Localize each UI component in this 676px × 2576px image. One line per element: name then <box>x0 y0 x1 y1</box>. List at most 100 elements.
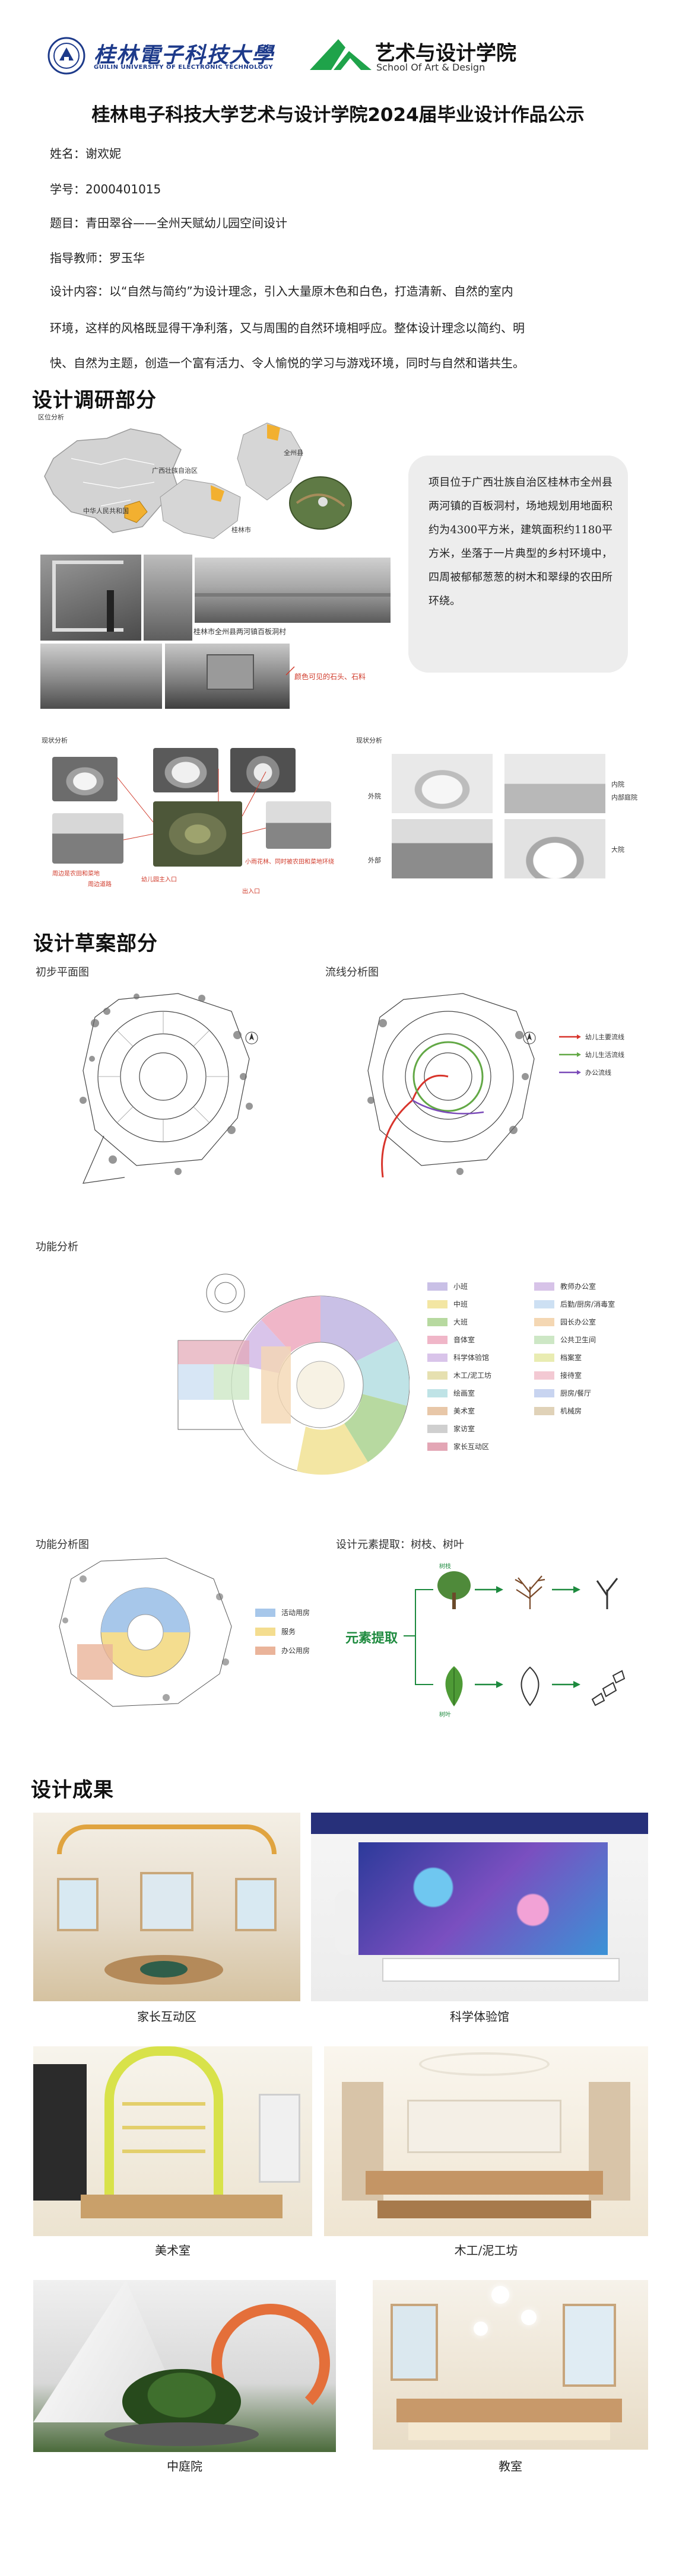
func-legend-left-row: 美术室 <box>427 1406 475 1416</box>
site-photo-ring-3 <box>392 819 493 878</box>
func-label: 功能分析 <box>36 1241 78 1253</box>
func2-swatch-3 <box>255 1646 275 1655</box>
map-tag-quanzhou: 全州县 <box>284 449 303 457</box>
func-legend: 小班中班大班音体室科学体验馆木工/泥工坊绘画室美术室家访室家长互动区教师办公室后… <box>427 1281 653 1471</box>
results-section-title: 设计成果 <box>31 1778 114 1802</box>
func-legend-right-swatch <box>534 1317 554 1326</box>
page-title: 桂林电子科技大学艺术与设计学院2024届毕业设计作品公示 <box>91 104 585 126</box>
render-workshop <box>324 2046 648 2236</box>
north-arrow-icon <box>245 1031 258 1045</box>
university-emblem-icon <box>47 37 85 75</box>
element-branch-lines-icon <box>404 1586 580 1688</box>
content-line-3: 快、自然为主题，创造一个富有活力、令人愉悦的学习与游戏环境，同时与自然和谐共生。 <box>50 356 525 370</box>
map-tag-guangxi: 广西壮族自治区 <box>152 467 198 475</box>
func-legend-right-row: 教师办公室 <box>534 1281 596 1291</box>
student-name-line: 姓名：谢欢妮 <box>50 144 121 161</box>
func2-legend-label-3: 办公用房 <box>281 1647 310 1655</box>
element-tag-branch: 树枝 <box>439 1564 451 1570</box>
func-legend-right-label: 公共卫生间 <box>560 1336 596 1344</box>
func-legend-right-row: 公共卫生间 <box>534 1335 596 1345</box>
flow-legend-label-3: 办公流线 <box>585 1069 611 1077</box>
site-photo-building-2 <box>266 801 331 849</box>
advisor-line: 指导教师：罗玉华 <box>50 249 145 266</box>
func-legend-left-row: 音体室 <box>427 1335 475 1345</box>
tree-sketch-icon <box>515 1575 545 1609</box>
function-zone-plan-icon <box>59 1558 232 1707</box>
university-name: 桂林電子科技大學 <box>94 43 275 68</box>
func-legend-left-row: 家访室 <box>427 1424 475 1434</box>
site-note-10: 小雨花林、同时被农田和菜地环绕 <box>245 859 334 865</box>
header: 桂林電子科技大學 GUILIN UNIVERSITY OF ELECTRONIC… <box>0 0 676 77</box>
university-name-en: GUILIN UNIVERSITY OF ELECTRONIC TECHNOLO… <box>94 64 274 71</box>
element-extraction-panel: 元素提取 树枝 树叶 <box>338 1554 647 1720</box>
topic-line: 题目：青田翠谷——全州天赋幼儿园空间设计 <box>50 214 287 231</box>
func-legend-left-swatch <box>427 1371 448 1380</box>
site-photo-aerial-1 <box>52 757 118 801</box>
flow-plan-drawing-icon <box>367 993 535 1178</box>
school-logo-icon <box>310 39 372 70</box>
func-legend-right-label: 园长办公室 <box>560 1318 596 1326</box>
site-photo-satellite <box>153 801 242 867</box>
flow-legend-row-1: 幼儿主要流线 <box>558 1032 624 1042</box>
func-legend-left-label: 家长互动区 <box>453 1443 490 1451</box>
func-legend-right-label: 接待室 <box>560 1371 582 1380</box>
flow-legend: 幼儿主要流线 幼儿生活流线 办公流线 <box>558 1032 641 1085</box>
advisor-label: 指导教师： <box>50 251 109 265</box>
func2-legend: 活动用房 服务 办公用房 <box>255 1607 338 1667</box>
site-note-4: 出入口 <box>242 889 260 895</box>
initial-plan-drawing-icon <box>80 993 253 1184</box>
photo-field <box>40 644 162 709</box>
tree-photo-icon <box>437 1571 471 1609</box>
func-legend-right-label: 机械房 <box>560 1407 582 1415</box>
site-aerial-icon <box>289 476 352 530</box>
func-legend-left-swatch <box>427 1317 448 1326</box>
site-analysis-left: 周边是农田和菜地 周边道路 幼儿园主入口 小雨花林、同时被农田和菜地环绕 出入口 <box>40 745 349 895</box>
school-name-en: School Of Art & Design <box>376 62 485 73</box>
func-legend-right-label: 厨房/餐厅 <box>560 1389 592 1397</box>
branch-abstract-icon <box>596 1578 618 1609</box>
photo-note-arrow-icon <box>285 666 295 676</box>
flow-legend-row-2: 幼儿生活流线 <box>558 1050 624 1059</box>
func-legend-right-row: 机械房 <box>534 1406 582 1416</box>
render-classroom <box>373 2280 648 2450</box>
site-photo-building-1 <box>52 813 123 864</box>
func-legend-left-row: 家长互动区 <box>427 1441 489 1451</box>
photo-caption-village: 桂林市全州县两河镇百板洞村 <box>193 628 287 636</box>
site-analysis-right: 外院 外部 内院 内部庭院 大院 <box>356 745 637 881</box>
func2-label: 功能分析图 <box>36 1539 89 1551</box>
flow-legend-label-2: 幼儿生活流线 <box>585 1051 624 1059</box>
func-legend-right-swatch <box>534 1389 554 1397</box>
guangxi-map-icon <box>160 479 241 539</box>
func2-legend-label-2: 服务 <box>281 1628 296 1636</box>
func-legend-right-label: 后勤/厨房/消毒室 <box>560 1300 615 1308</box>
caption-classroom: 教室 <box>499 2459 522 2473</box>
site-label-right: 现状分析 <box>356 737 382 744</box>
name-value: 谢欢妮 <box>85 147 121 161</box>
topic-value: 青田翠谷——全州天赋幼儿园空间设计 <box>85 216 287 230</box>
guilin-map-icon <box>237 422 303 501</box>
topic-label: 题目： <box>50 216 85 230</box>
photo-note-stones: 颜色可见的石头、石料 <box>294 673 366 681</box>
leaf-abstract-icon <box>591 1670 626 1706</box>
func2-legend-row-3: 办公用房 <box>255 1645 310 1655</box>
func-legend-left-row: 木工/泥工坊 <box>427 1370 491 1380</box>
site-photo-ring-2 <box>504 754 605 813</box>
research-section-title: 设计调研部分 <box>32 389 157 412</box>
func2-swatch-2 <box>255 1627 275 1636</box>
advisor-value: 罗玉华 <box>109 251 145 265</box>
content-line-1: 设计内容：以“自然与简约”为设计理念，引入大量原木色和白色，打造清新、自然的室内 <box>50 284 513 298</box>
func2-legend-label-1: 活动用房 <box>281 1609 310 1617</box>
site-note-8: 内院 <box>611 781 624 788</box>
site-note-7: 外院 <box>368 792 381 800</box>
flow-legend-arrow-2-icon <box>559 1052 581 1057</box>
draft-section-title: 设计草案部分 <box>33 932 158 956</box>
func-legend-left-row: 大班 <box>427 1317 468 1327</box>
func2-legend-row-2: 服务 <box>255 1626 296 1636</box>
render-art-room <box>33 2046 312 2236</box>
photo-village-wide <box>195 558 391 623</box>
map-tag-china: 中华人民共和国 <box>83 507 129 515</box>
func-legend-right-swatch <box>534 1300 554 1308</box>
student-id-line: 学号：2000401015 <box>50 180 161 197</box>
func-legend-right-swatch <box>534 1406 554 1415</box>
north-arrow-icon-2 <box>523 1031 536 1045</box>
